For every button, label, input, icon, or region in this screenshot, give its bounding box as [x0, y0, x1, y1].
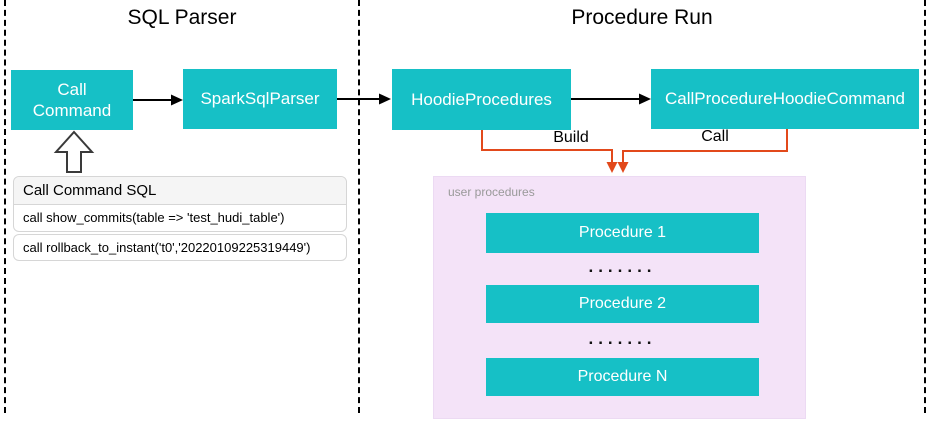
node-hoodie-procedures: HoodieProcedures — [392, 69, 571, 130]
user-procedures-container: user procedures Procedure 1 ....... Proc… — [433, 176, 806, 419]
dashed-border-right — [924, 0, 926, 413]
node-spark-sql-parser: SparkSqlParser — [183, 69, 337, 129]
node-procedure-n: Procedure N — [486, 358, 759, 396]
panel-title-procedure-run: Procedure Run — [571, 6, 713, 29]
sql-statement-row: call rollback_to_instant('t0','202201092… — [13, 234, 347, 261]
dashed-border-middle — [358, 0, 360, 413]
node-procedure-1: Procedure 1 — [486, 213, 759, 253]
arrow-call-command-to-sparksqlparser — [133, 94, 183, 106]
hollow-up-arrow-icon — [53, 130, 95, 173]
dashed-border-left — [4, 0, 6, 413]
ellipsis-dots: ....... — [588, 329, 657, 348]
sql-card-header: Call Command SQL — [14, 177, 346, 205]
call-edge-label: Call — [701, 128, 729, 145]
arrow-sparksqlparser-to-hoodieprocedures — [337, 93, 391, 105]
ellipsis-dots: ....... — [588, 257, 657, 276]
sql-statement-row: call show_commits(table => 'test_hudi_ta… — [23, 210, 285, 225]
node-procedure-2: Procedure 2 — [486, 285, 759, 323]
node-call-procedure-hoodie-command: CallProcedureHoodieCommand — [651, 69, 919, 129]
node-call-command: Call Command — [11, 70, 133, 130]
call-command-sql-card: Call Command SQL call show_commits(table… — [13, 176, 347, 232]
arrow-hoodieprocedures-to-callprocedurehoodiecommand — [571, 93, 651, 105]
build-edge-label: Build — [553, 129, 589, 146]
user-procedures-label: user procedures — [448, 185, 535, 199]
panel-title-sql-parser: SQL Parser — [127, 6, 237, 29]
